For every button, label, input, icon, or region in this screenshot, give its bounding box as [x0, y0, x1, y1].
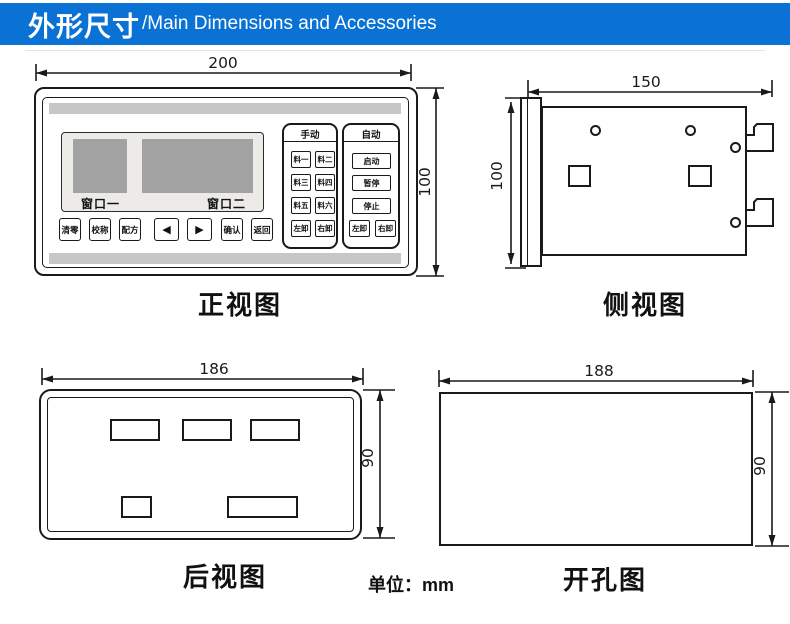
side-hole-top-1	[590, 125, 601, 136]
window2-label: 窗口二	[207, 197, 247, 211]
cutout-rectangle	[439, 392, 753, 546]
display-window-1	[73, 139, 127, 193]
cutout-height-value: 90	[751, 456, 769, 476]
header-divider	[25, 50, 765, 51]
unit-note: 单位：mm	[367, 575, 454, 595]
side-clip-hole-1	[730, 142, 741, 153]
side-mounting-clips	[747, 123, 774, 227]
side-clip-hole-2	[730, 217, 741, 228]
rear-width-value: 186	[199, 360, 229, 378]
key-start: 启动	[352, 153, 391, 169]
rear-width-dimension: 186	[41, 360, 364, 385]
auto-key-group: 自动 启动 暂停 停止 左卸 右卸	[342, 123, 400, 249]
header-bar: 外形尺寸 /Main Dimensions and Accessories	[0, 3, 790, 45]
rear-connector-3	[250, 419, 300, 441]
cutout-width-value: 188	[584, 362, 614, 380]
display-area: 窗口一 窗口二	[61, 132, 264, 212]
header-title-cn: 外形尺寸	[28, 11, 140, 42]
key-unload-right-auto: 右卸	[375, 220, 396, 237]
rear-height-value: 90	[359, 448, 377, 468]
key-material-3: 料三	[291, 174, 311, 191]
panel-bottom-stripe	[49, 253, 401, 264]
key-pause: 暂停	[352, 175, 391, 191]
rear-view-panel-face	[47, 397, 354, 532]
side-height-value: 100	[488, 161, 506, 191]
key-calibrate: 校称	[89, 218, 111, 241]
rear-connector-1	[110, 419, 160, 441]
key-material-4: 料四	[315, 174, 335, 191]
key-return: 返回	[251, 218, 273, 241]
front-height-dimension: 100	[416, 87, 444, 277]
auto-group-divider	[344, 141, 398, 142]
header-title-en: /Main Dimensions and Accessories	[142, 13, 437, 34]
key-recipe: 配方	[119, 218, 141, 241]
manual-group-divider	[284, 141, 336, 142]
rear-connector-4	[121, 496, 152, 518]
cutout-view-label: 开孔图	[562, 565, 647, 595]
key-material-6: 料六	[315, 197, 335, 214]
cutout-width-dimension: 188	[438, 362, 754, 387]
key-clear: 清零	[59, 218, 81, 241]
key-confirm: 确认	[221, 218, 243, 241]
key-unload-right-manual: 右卸	[315, 220, 335, 237]
side-hole-top-2	[685, 125, 696, 136]
bezel-inner-line	[527, 99, 528, 265]
key-material-2: 料二	[315, 151, 335, 168]
rear-view-label: 后视图	[182, 562, 267, 592]
panel-top-stripe	[49, 103, 401, 114]
window1-label: 窗口一	[81, 197, 121, 211]
manual-group-title: 手动	[300, 130, 320, 141]
side-square-slot-1	[568, 165, 591, 187]
key-stop: 停止	[352, 198, 391, 214]
display-window-2	[142, 139, 253, 193]
key-material-1: 料一	[291, 151, 311, 168]
front-width-dimension: 200	[35, 54, 412, 81]
key-material-5: 料五	[291, 197, 311, 214]
front-width-value: 200	[208, 54, 238, 72]
rear-connector-5	[227, 496, 298, 518]
front-view-panel-face: 窗口一 窗口二 清零 校称 配方 ◀ ▶ 确认 返回 手动 料一 料二 料三 料…	[42, 97, 409, 268]
key-unload-left-auto: 左卸	[349, 220, 370, 237]
auto-group-title: 自动	[361, 130, 381, 141]
side-width-dimension: 150	[527, 73, 773, 97]
key-right-arrow: ▶	[187, 218, 212, 241]
rear-height-dimension: 90	[359, 389, 395, 539]
side-front-bezel	[520, 97, 542, 267]
side-width-value: 150	[631, 73, 661, 91]
rear-connector-2	[182, 419, 232, 441]
front-height-value: 100	[416, 167, 434, 197]
side-square-slot-2	[688, 165, 712, 187]
key-left-arrow: ◀	[154, 218, 179, 241]
manual-key-group: 手动 料一 料二 料三 料四 料五 料六 左卸 右卸	[282, 123, 338, 249]
key-unload-left-manual: 左卸	[291, 220, 311, 237]
front-view-label: 正视图	[197, 290, 282, 320]
side-view-label: 侧视图	[602, 290, 687, 320]
cutout-height-dimension: 90	[751, 391, 789, 547]
side-height-dimension: 100	[488, 97, 526, 269]
